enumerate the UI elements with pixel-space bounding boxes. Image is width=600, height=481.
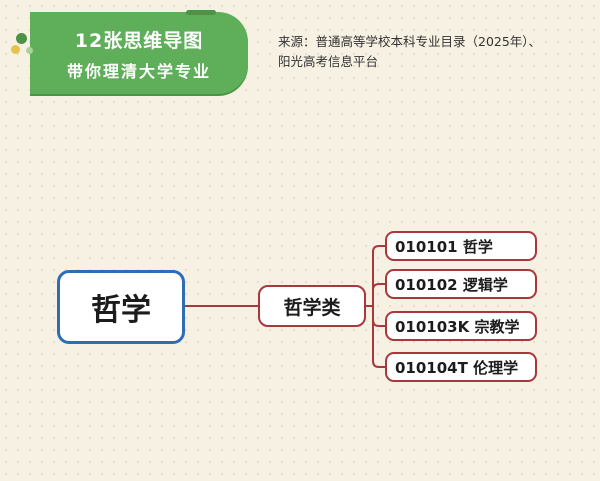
- major-node-010102: 010102 逻辑学: [385, 269, 537, 299]
- branch-connector-2: [372, 283, 385, 306]
- major-node-010103K: 010103K 宗教学: [385, 311, 537, 341]
- decor-dot-yellow: [11, 45, 20, 54]
- banner-title: 12张思维导图: [74, 30, 204, 52]
- branch-connector-1: [366, 245, 385, 307]
- decor-dot-dark: [16, 33, 27, 44]
- category-node: 哲学类: [258, 285, 366, 327]
- branch-connector-3: [372, 306, 385, 327]
- banner-subtitle: 带你理清大学专业: [66, 62, 211, 81]
- source-line-2: 阳光高考信息平台: [278, 54, 379, 69]
- major-node-010104T: 010104T 伦理学: [385, 352, 537, 382]
- decor-dash: [186, 10, 216, 15]
- title-banner: 12张思维导图 带你理清大学专业: [30, 12, 248, 94]
- source-line-1: 来源：普通高等学校本科专业目录（2025年）、: [278, 34, 542, 49]
- major-node-010101: 010101 哲学: [385, 231, 537, 261]
- decor-dot-light: [26, 47, 33, 54]
- branch-connector-4: [372, 306, 385, 368]
- root-node: 哲学: [57, 270, 185, 344]
- source-note: 来源：普通高等学校本科专业目录（2025年）、 阳光高考信息平台: [278, 32, 598, 72]
